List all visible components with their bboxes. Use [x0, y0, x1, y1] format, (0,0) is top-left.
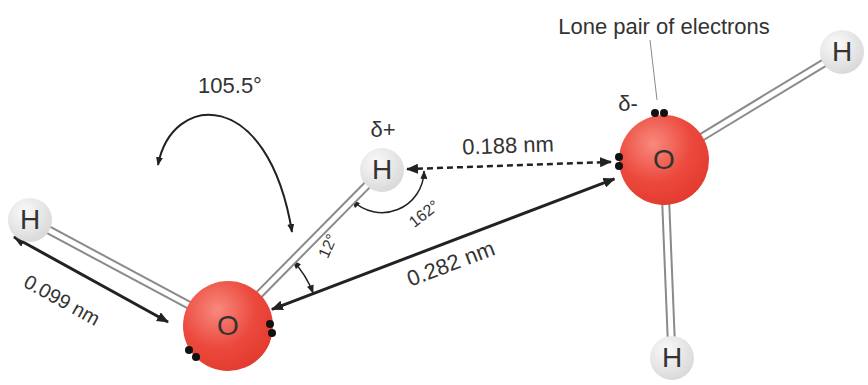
bond-core [697, 60, 828, 139]
angle-label: 105.5° [198, 74, 262, 98]
distance-label: 0.188 nm [462, 132, 555, 159]
bond-group [666, 199, 672, 342]
hydrogen-atom: H [820, 30, 864, 74]
atom-symbol: H [832, 38, 852, 66]
hydrogen-bond [407, 162, 611, 169]
bond-core [666, 199, 672, 342]
bond-group [407, 162, 611, 169]
angle-arc [158, 115, 292, 232]
hydrogen-atom: H [360, 148, 404, 192]
covalent-bond [697, 60, 828, 139]
leader-line [650, 40, 657, 100]
oxygen-atom: O [183, 281, 273, 371]
hydrogen-atom: H [8, 198, 52, 242]
atom-symbol: O [217, 312, 239, 340]
callout-label: Lone pair of electrons [558, 15, 770, 39]
covalent-bond [255, 181, 370, 298]
atom-symbol: H [372, 156, 392, 184]
bond-group [272, 179, 615, 309]
angle-label: 162° [406, 197, 443, 231]
atom-symbol: H [20, 206, 40, 234]
distance-arrow [272, 179, 615, 309]
lone-pair-dots [185, 109, 668, 361]
partial-charge: δ- [618, 92, 638, 116]
oxygen-atom: O [619, 115, 709, 205]
covalent-bond [666, 199, 672, 342]
bond-group [697, 60, 828, 139]
partial-charge: δ+ [370, 118, 395, 142]
bond-core [255, 181, 370, 298]
atom-symbol: O [653, 146, 675, 174]
bond-group [255, 181, 370, 298]
hydrogen-atom: H [650, 336, 694, 380]
atom-symbol: H [662, 344, 682, 372]
angle-arc [293, 261, 313, 293]
distance-label: 0.282 nm [403, 236, 497, 291]
